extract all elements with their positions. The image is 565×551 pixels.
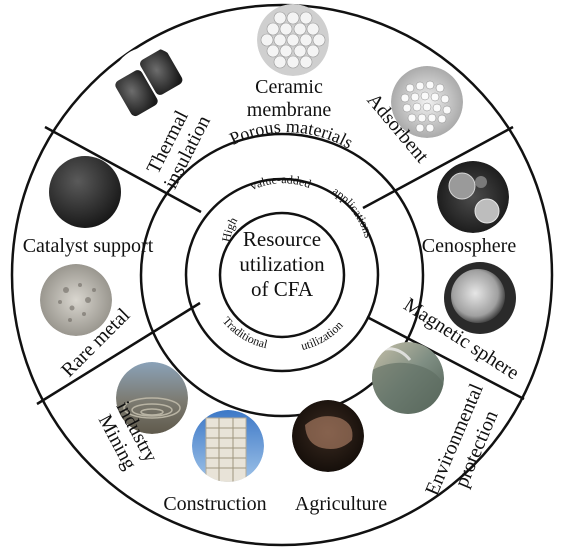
agriculture-photo [292,400,364,472]
center-line-2: utilization [239,252,325,276]
ceramic-membrane-photo [257,4,329,76]
magnetic-sphere-photo [444,262,516,334]
center-ring [218,211,346,339]
center-line-3: of CFA [251,277,314,301]
construction-label: Construction [163,493,266,515]
divider-upper-right [362,125,514,210]
cenosphere-label: Cenosphere [422,235,517,257]
catalyst-support-photo [49,156,121,228]
rare-metal-photo [40,264,112,336]
agriculture-label: Agriculture [295,493,387,515]
construction-photo [192,410,264,482]
mining-industry-photo [116,362,188,434]
middle-ring [139,132,425,418]
ceramic-membrane-line-2: membrane [247,99,332,121]
inner-ring [184,177,380,373]
center-label: Resource utilization of CFA [239,227,325,301]
divider-lower-left [36,301,201,406]
ceramic-membrane-line-1: Ceramic [255,76,323,98]
center-line-1: Resource [243,227,321,251]
divider-upper-left [44,125,202,214]
catalyst-support-label: Catalyst support [23,235,154,257]
adsorbent-photo [391,66,463,138]
divider-lower-right [366,315,525,401]
thermal-insulation-photo [112,47,184,119]
sector-dividers [36,125,525,406]
cenosphere-photo [437,161,509,233]
